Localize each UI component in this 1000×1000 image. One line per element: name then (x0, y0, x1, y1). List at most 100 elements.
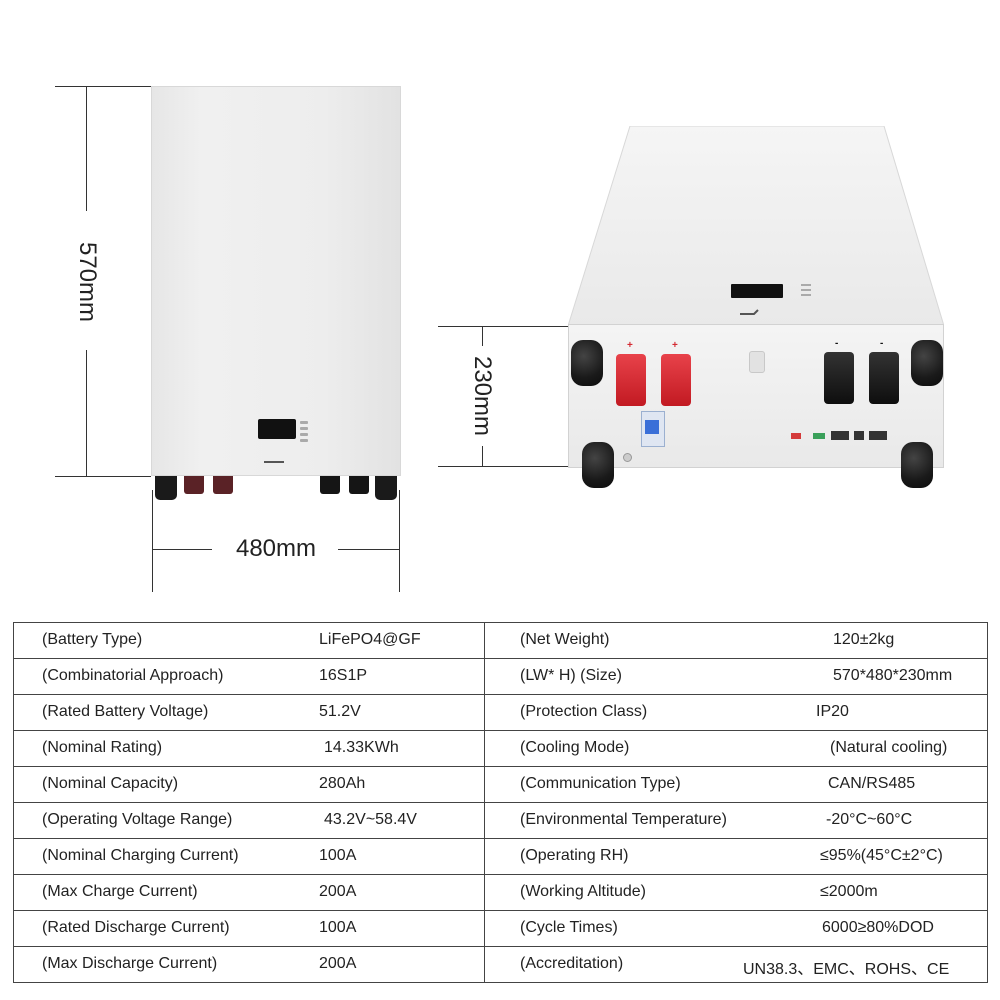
spec-label: (Max Charge Current) (42, 883, 198, 900)
positive-terminal-sign: + (627, 340, 633, 351)
dip-switch (813, 433, 825, 439)
battery-front-panel (151, 86, 401, 476)
spec-cell-right: (Operating RH) ≤95%(45°C±2°C) (484, 838, 988, 875)
spec-label: (Combinatorial Approach) (42, 667, 224, 684)
spec-value: 51.2V (319, 703, 361, 720)
spec-cell-right: (Working Altitude) ≤2000m (484, 874, 988, 911)
spec-value: (Natural cooling) (830, 739, 948, 756)
height-dim-bottom-tick (55, 476, 151, 477)
height-dim-line-upper (86, 86, 87, 211)
spec-label: (Net Weight) (520, 631, 610, 648)
width-dim-line-left (152, 549, 212, 550)
rubber-bumper-bottom-left (582, 442, 614, 488)
width-dim-line-right (338, 549, 399, 550)
spec-label: (Nominal Capacity) (42, 775, 179, 792)
negative-terminal-sign: - (880, 338, 884, 349)
spec-row: (Max Discharge Current) 200A (Accreditatio… (13, 946, 988, 983)
rubber-bumper-bottom-right (901, 442, 933, 488)
spec-value: 570*480*230mm (833, 667, 953, 684)
spec-table-body: (Battery Type)LiFePO4@GF (Net Weight) 120±… (13, 622, 988, 983)
spec-cell-right: (Communication Type)CAN/RS485 (484, 766, 988, 803)
spec-value: ≤2000m (820, 883, 878, 900)
spec-row: (Rated Battery Voltage) 51.2V (Protection … (13, 694, 988, 731)
status-indicator-icon (749, 351, 765, 373)
spec-value: ≤95%(45°C±2°C) (820, 847, 943, 864)
front-negative-terminal (320, 476, 340, 494)
spec-row: (Max Charge Current) 200A (Working Altitud… (13, 874, 988, 911)
spec-value: LiFePO4@GF (319, 631, 421, 648)
spec-label: (Rated Battery Voltage) (42, 703, 209, 720)
negative-terminal (824, 352, 854, 404)
spec-label: (Protection Class) (520, 703, 648, 720)
spec-value: IP20 (816, 703, 849, 720)
spec-label: (Cooling Mode) (520, 739, 630, 756)
spec-label: (Accreditation) (520, 955, 624, 972)
spec-value: UN38.3、EMC、ROHS、CE (743, 961, 950, 978)
brand-logo-icon (264, 455, 284, 463)
spec-label: (Max Discharge Current) (42, 955, 218, 972)
spec-label: (Rated Discharge Current) (42, 919, 230, 936)
width-dimension-label: 480mm (235, 535, 317, 562)
front-left-foot (155, 476, 177, 500)
rs485-port (831, 431, 849, 440)
spec-table: (Battery Type)LiFePO4@GF (Net Weight) 120±… (13, 622, 988, 983)
spec-label: (Working Altitude) (520, 883, 646, 900)
spec-row: (Rated Discharge Current)100A(Cycle Time… (13, 910, 988, 947)
width-dim-right-tick (399, 490, 400, 592)
iso-brand-logo-icon (740, 309, 759, 315)
depth-dim-bottom-tick (438, 466, 583, 467)
front-right-foot (375, 476, 397, 500)
depth-dim-line-upper (482, 326, 483, 346)
spec-value: 14.33KWh (324, 739, 399, 756)
spec-label: (LW* H) (Size) (520, 667, 622, 684)
lcd-display (258, 419, 296, 439)
spec-value: -20°C~60°C (826, 811, 913, 828)
height-dim-top-tick (55, 86, 151, 87)
spec-value: 100A (319, 847, 357, 864)
spec-cell-left: (Nominal Rating)14.33KWh (13, 730, 485, 767)
spec-label: (Nominal Charging Current) (42, 847, 239, 864)
circuit-breaker (641, 411, 665, 447)
negative-terminal (869, 352, 899, 404)
can-port (854, 431, 864, 440)
rubber-bumper-top-left (571, 340, 603, 386)
spec-label: (Operating Voltage Range) (42, 811, 233, 828)
spec-label: (Communication Type) (520, 775, 681, 792)
spec-cell-left: (Operating Voltage Range) 43.2V~58.4V (13, 802, 485, 839)
spec-label: (Environmental Temperature) (520, 811, 727, 828)
front-negative-terminal (349, 476, 369, 494)
spec-cell-right: (Cooling Mode) (Natural cooling) (484, 730, 988, 767)
spec-row: (Nominal Rating)14.33KWh (Cooling Mode) (N… (13, 730, 988, 767)
spec-cell-right: (Environmental Temperature) -20°C~60°C (484, 802, 988, 839)
front-positive-terminal (184, 476, 204, 494)
spec-value: 100A (319, 919, 357, 936)
spec-cell-right: (Accreditation) UN38.3、EMC、ROHS、CE (484, 946, 988, 983)
spec-value: 200A (319, 955, 357, 972)
spec-cell-right: (Protection Class) IP20 (484, 694, 988, 731)
iso-lcd-display (731, 284, 783, 298)
spec-row: (Operating Voltage Range) 43.2V~58.4V (Env… (13, 802, 988, 839)
height-dimension-label: 570mm (74, 241, 101, 323)
depth-dimension-label: 230mm (469, 355, 496, 437)
positive-terminal (661, 354, 691, 406)
spec-row: (Nominal Charging Current) 100A (Operating… (13, 838, 988, 875)
positive-terminal (616, 354, 646, 406)
spec-value: 200A (319, 883, 357, 900)
rubber-bumper-top-right (911, 340, 943, 386)
spec-label: (Operating RH) (520, 847, 629, 864)
spec-row: (Battery Type)LiFePO4@GF (Net Weight) 120±… (13, 622, 988, 659)
spec-value: 6000≥80%DOD (822, 919, 934, 936)
depth-dim-line-lower (482, 446, 483, 466)
spec-cell-left: (Battery Type)LiFePO4@GF (13, 622, 485, 659)
spec-value: 43.2V~58.4V (324, 811, 417, 828)
spec-cell-left: (Max Discharge Current) 200A (13, 946, 485, 983)
spec-value: 120±2kg (833, 631, 895, 648)
comm-port (869, 431, 887, 440)
spec-cell-left: (Nominal Capacity)280Ah (13, 766, 485, 803)
spec-cell-left: (Rated Battery Voltage) 51.2V (13, 694, 485, 731)
spec-cell-left: (Combinatorial Approach) 16S1P (13, 658, 485, 695)
spec-value: 16S1P (319, 667, 368, 684)
battery-top-surface (568, 126, 944, 326)
spec-row: (Combinatorial Approach) 16S1P (LW* H) (Si… (13, 658, 988, 695)
height-dim-line-lower (86, 350, 87, 476)
